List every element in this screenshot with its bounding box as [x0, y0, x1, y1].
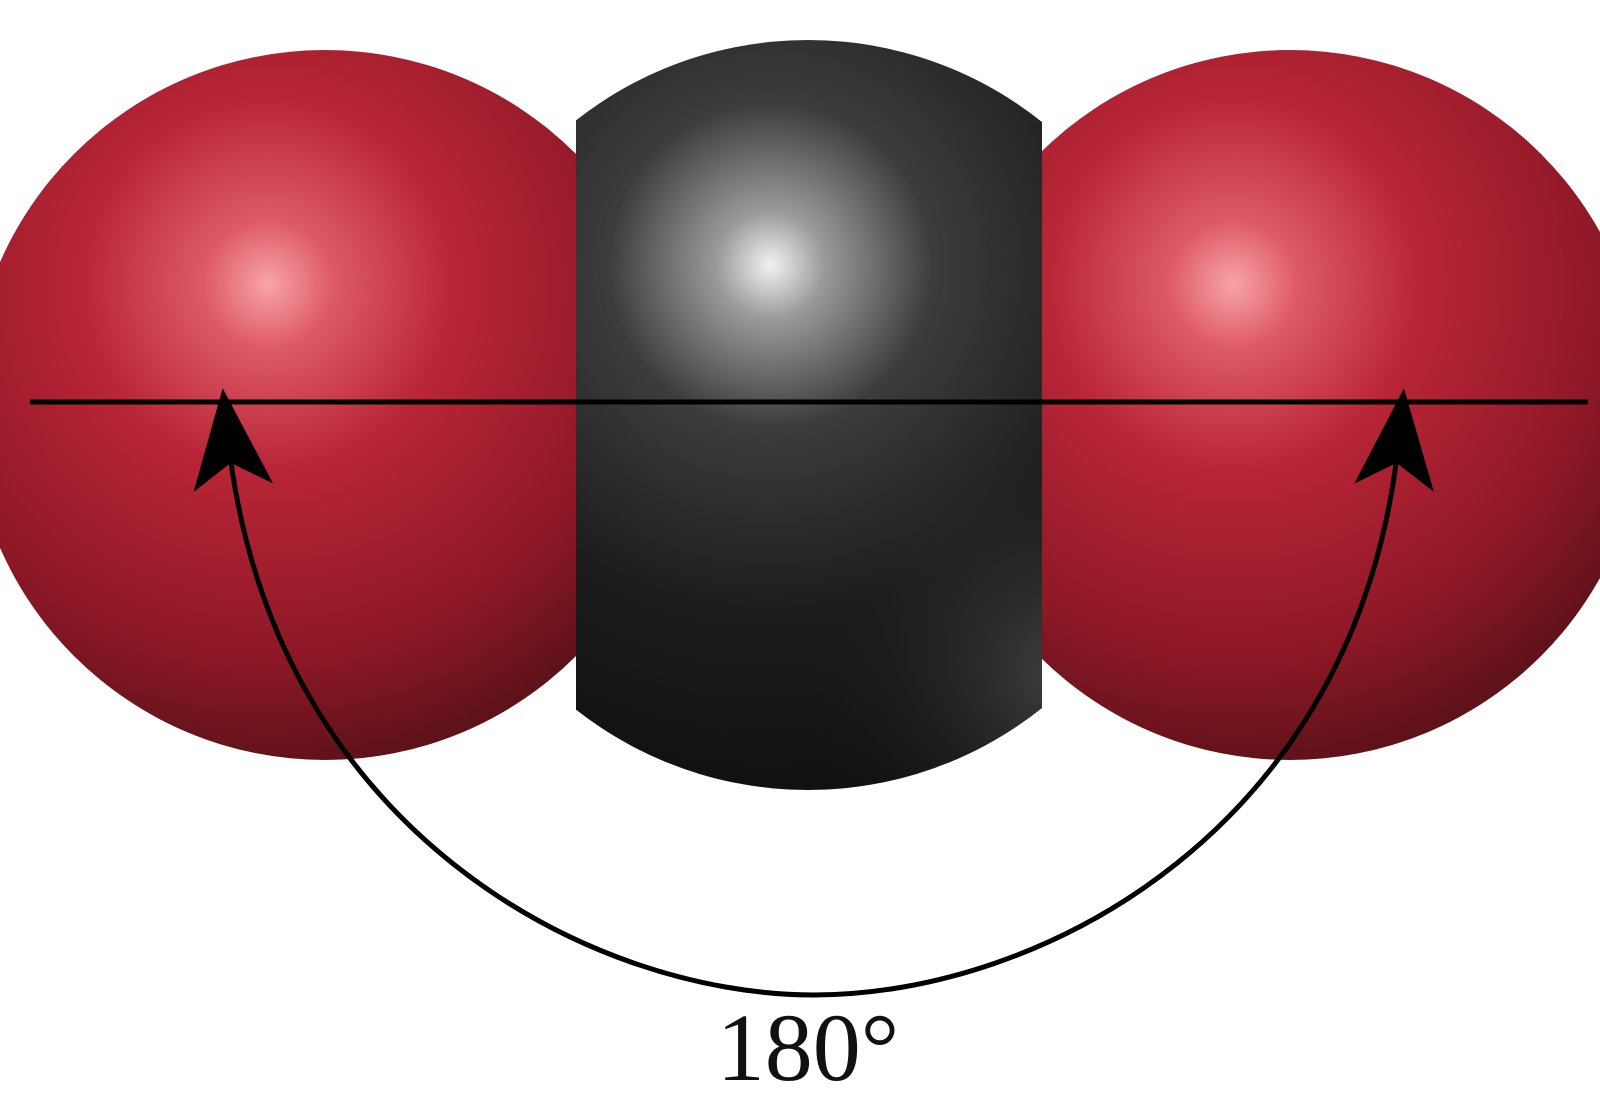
angle-label: 180° — [717, 994, 899, 1096]
bond-angle-arc — [193, 388, 1434, 998]
